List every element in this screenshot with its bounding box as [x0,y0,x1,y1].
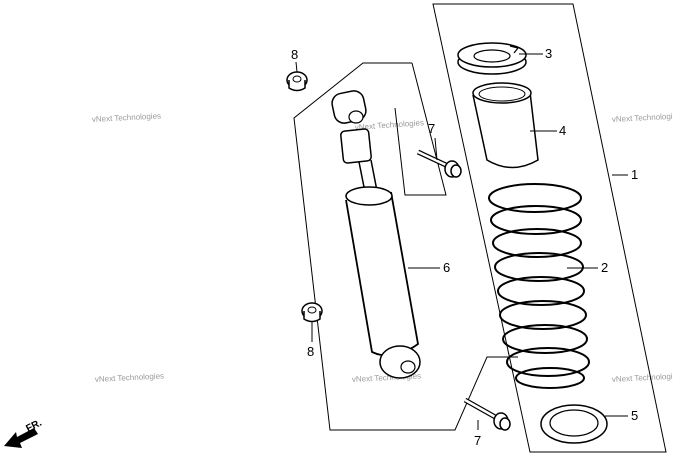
callout-6: 6 [443,260,450,275]
callout-4: 4 [559,123,566,138]
watermark-text: vNext Technologies [612,371,673,384]
spring-guide [472,82,539,169]
callout-8-bottom: 8 [307,344,314,359]
flange-bolt-bottom [463,397,511,431]
front-direction-label: FR. [24,417,44,434]
callout-7-top: 7 [428,121,435,136]
watermark-text: vNext Technologies [92,111,162,124]
callout-7-bottom: 7 [474,433,481,448]
lower-spring-seat [540,404,608,444]
assembly-outline-left [293,62,518,431]
callout-3: 3 [545,46,552,61]
shock-absorber [331,90,421,379]
callout-8-top: 8 [291,47,298,62]
callout-1: 1 [631,167,638,182]
flange-nut-top [286,71,308,92]
spring-seat-stopper [457,42,527,75]
callout-5: 5 [631,408,638,423]
bolt-box-outline [394,62,447,196]
assembly-outline-right [432,3,667,453]
coil-spring [488,183,590,389]
callout-2: 2 [601,260,608,275]
flange-bolt-top [416,149,462,178]
flange-nut-bottom [301,302,323,323]
watermark-text: vNext Technologies [612,111,673,124]
front-direction-arrow [4,428,38,448]
watermark-text: vNext Technologies [95,371,165,384]
leader-lines [295,53,628,430]
